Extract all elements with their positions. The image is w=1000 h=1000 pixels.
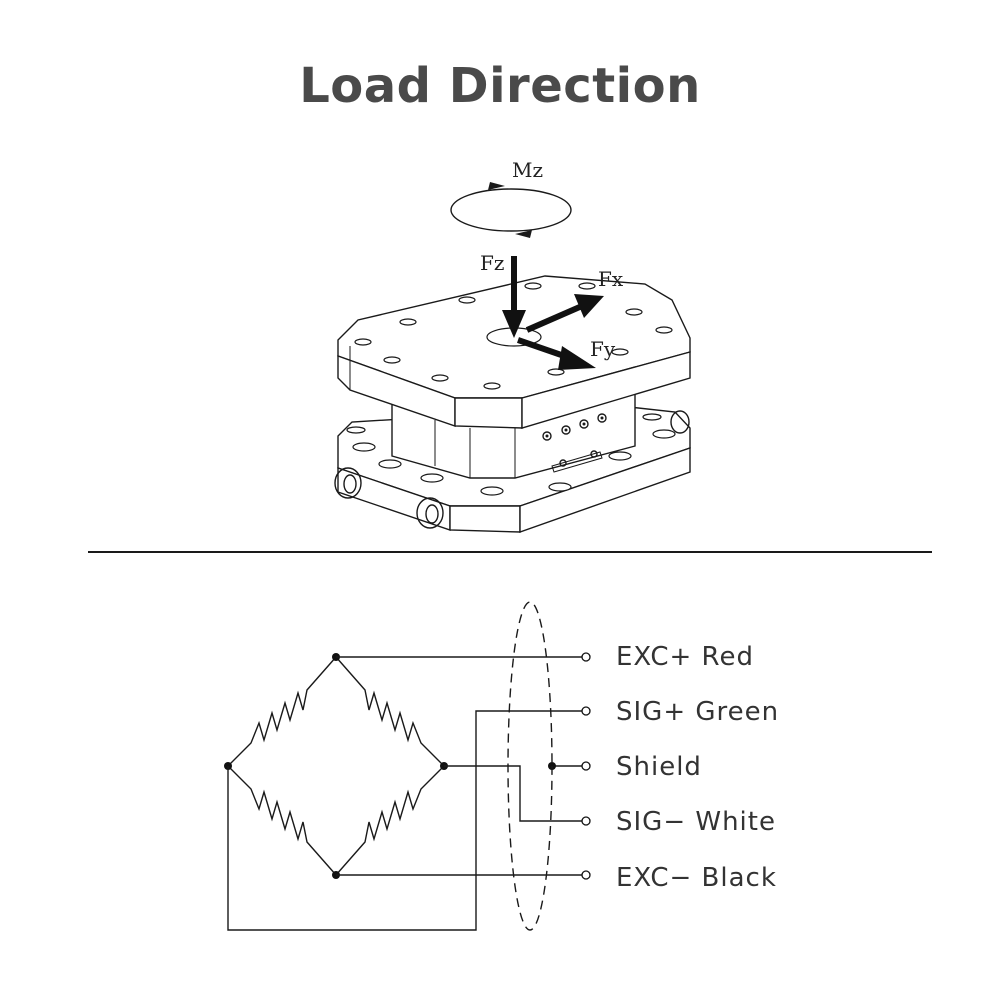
lifting-eye-front [416, 497, 444, 529]
resistor-bottom-left [227, 765, 337, 876]
wheatstone-bridge [224, 601, 591, 931]
page-title: Load Direction [299, 58, 701, 114]
lifting-eye-right [670, 410, 690, 434]
lifting-eye-left [334, 467, 362, 499]
mz-rotation-icon [450, 182, 572, 238]
fz-arrow-icon [502, 256, 526, 338]
wire-label-shield: Shield [616, 752, 702, 782]
fx-label: Fx [598, 267, 624, 291]
wire-label-sig-minus: SIG− White [616, 807, 776, 837]
resistor-top-left [227, 656, 337, 767]
fy-arrow-icon [517, 337, 596, 370]
wire-label-exc-plus: EXC+ Red [616, 642, 754, 672]
mz-label: Mz [512, 158, 543, 182]
resistor-bottom-right [335, 765, 445, 876]
fx-arrow-icon [525, 294, 604, 333]
wire-label-sig-plus: SIG+ Green [616, 697, 779, 727]
wire-label-exc-minus: EXC− Black [616, 863, 777, 893]
fy-label: Fy [590, 337, 616, 361]
cable-shield-outline [507, 601, 553, 931]
fz-label: Fz [480, 251, 504, 275]
resistor-top-right [335, 656, 445, 767]
